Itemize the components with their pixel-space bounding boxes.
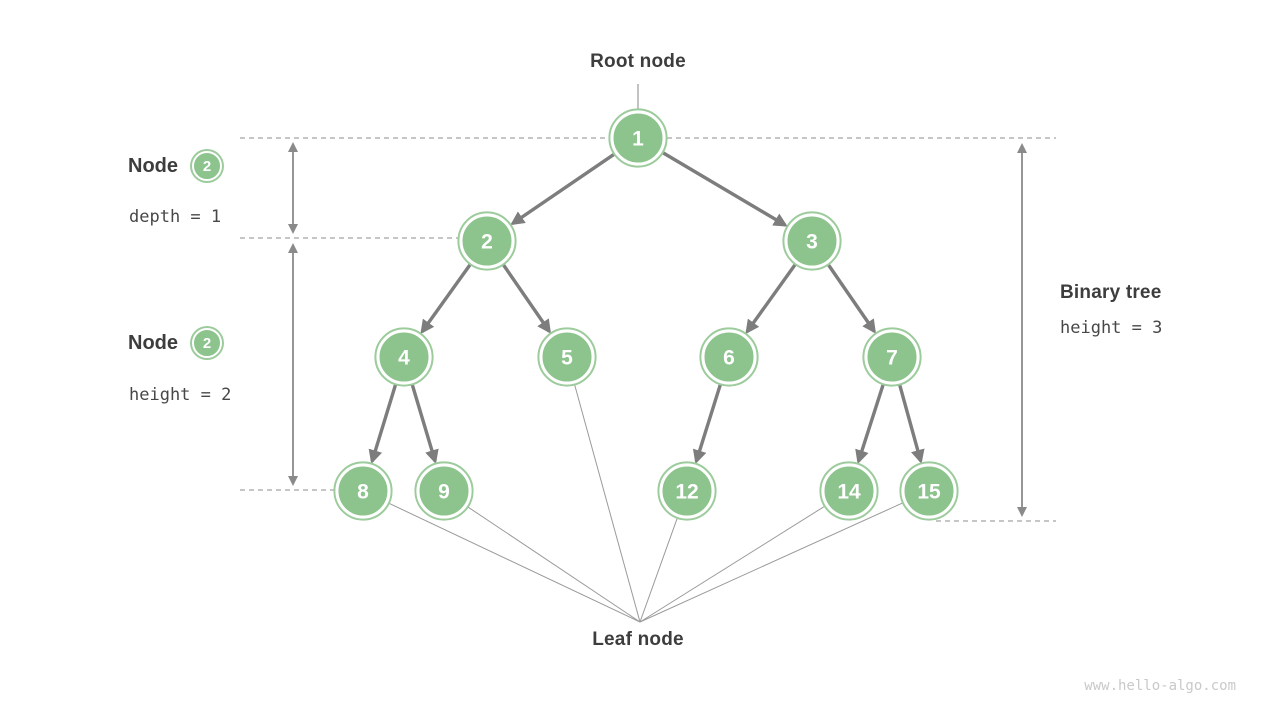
tree-node: 14 <box>819 461 879 521</box>
tree-node: 7 <box>862 327 922 387</box>
leaf-pointer-line <box>573 383 641 623</box>
watermark: www.hello-algo.com <box>1084 678 1236 694</box>
tree-edge <box>745 263 797 335</box>
tree-node-value: 1 <box>632 128 644 151</box>
node-depth-detail: depth = 1 <box>129 207 222 227</box>
node-height-badge: 2 <box>192 328 222 358</box>
node-depth-badge: 2 <box>192 151 222 181</box>
leaf-pointer-line <box>639 517 679 623</box>
tree-height-detail: height = 3 <box>1060 318 1163 338</box>
tree-edge <box>855 384 885 465</box>
tree-node-value: 12 <box>675 481 698 504</box>
tree-edge <box>827 263 876 334</box>
tree-edge <box>420 263 472 335</box>
tree-node: 12 <box>657 461 717 521</box>
leaf-pointer-line <box>467 506 641 623</box>
tree-node: 4 <box>374 327 434 387</box>
tree-node-value: 6 <box>723 347 735 370</box>
tree-node-value: 5 <box>561 347 573 370</box>
tree-edge <box>510 152 616 226</box>
leaf-node-label: Leaf node <box>592 629 684 650</box>
tree-node-value: 14 <box>837 481 861 504</box>
tree-node: 3 <box>782 211 842 271</box>
tree-edge <box>662 151 788 227</box>
tree-node-value: 2 <box>481 231 493 254</box>
tree-node: 5 <box>537 327 597 387</box>
tree-node-value: 9 <box>438 481 450 504</box>
tree-edge <box>368 384 398 465</box>
tree-node: 15 <box>899 461 959 521</box>
node-height-title: Node <box>128 331 178 354</box>
tree-node-value: 4 <box>398 347 410 370</box>
node-depth-title: Node <box>128 154 178 177</box>
tree-node: 9 <box>414 461 474 521</box>
tree-node-value: 7 <box>886 347 898 370</box>
node-depth-annotation: Node 2 <box>128 151 222 181</box>
leaf-pointer-line <box>639 502 904 623</box>
tree-edge <box>502 263 551 334</box>
tree-node: 8 <box>333 461 393 521</box>
tree-edge <box>692 384 722 465</box>
tree-height-title: Binary tree <box>1060 282 1162 303</box>
leaf-pointer-line <box>388 502 641 623</box>
tree-edge <box>410 384 439 464</box>
node-height-detail: height = 2 <box>129 385 232 405</box>
leaf-pointer-line <box>639 505 826 623</box>
tree-node-value: 8 <box>357 481 369 504</box>
tree-node: 6 <box>699 327 759 387</box>
tree-node: 1 <box>608 108 668 168</box>
tree-node-value: 15 <box>917 481 941 504</box>
node-height-annotation: Node 2 <box>128 328 222 358</box>
tree-edge <box>898 384 925 464</box>
tree-node-value: 3 <box>806 231 818 254</box>
tree-node: 2 <box>457 211 517 271</box>
root-node-label: Root node <box>590 51 686 72</box>
